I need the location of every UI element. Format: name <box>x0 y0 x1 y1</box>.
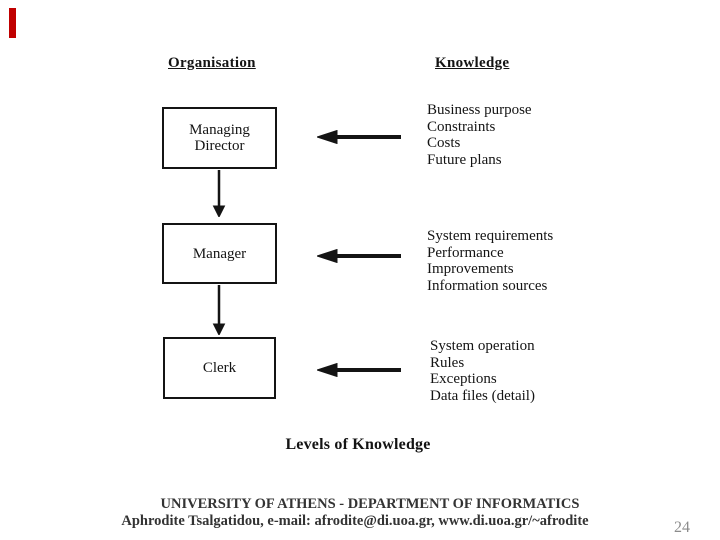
knowledge-list-middle: System requirements Performance Improvem… <box>427 228 553 294</box>
knowledge-list-top: Business purpose Constraints Costs Futur… <box>427 102 532 168</box>
manager-box: Manager <box>162 223 277 284</box>
list-item: Information sources <box>427 277 548 294</box>
clerk-box: Clerk <box>163 337 276 399</box>
managing-director-box: Managing Director <box>162 107 277 169</box>
list-item: Future plans <box>427 151 502 168</box>
page-number: 24 <box>674 519 690 536</box>
list-item: Performance <box>427 244 504 261</box>
arrow-left-icon <box>317 249 401 263</box>
managing-director-line1: Managing <box>189 122 250 138</box>
list-item: Exceptions <box>430 371 497 387</box>
clerk-label: Clerk <box>202 360 237 376</box>
arrow-down-icon <box>212 170 226 217</box>
list-item: Rules <box>430 354 465 371</box>
arrow-left-icon <box>317 363 401 377</box>
arrow-down-icon <box>212 285 226 335</box>
diagram-caption: Levels of Knowledge <box>285 436 431 453</box>
list-item: Data files (detail) <box>430 387 535 404</box>
knowledge-list-bottom: System operation Rules Exceptions Data f… <box>430 338 535 404</box>
list-item: Business purpose <box>427 102 532 118</box>
managing-director-line2: Director <box>194 138 245 154</box>
footer-author-line: Aphrodite Tsalgatidou, e-mail: afrodite@… <box>121 513 589 529</box>
list-item: Costs <box>427 135 461 151</box>
list-item: Constraints <box>427 118 496 135</box>
list-item: Improvements <box>427 261 514 277</box>
organisation-heading: Organisation <box>168 55 256 71</box>
list-item: System requirements <box>427 228 554 244</box>
knowledge-heading: Knowledge <box>435 55 510 71</box>
list-item: System operation <box>430 338 535 354</box>
arrow-left-icon <box>317 130 401 144</box>
red-accent-bar <box>9 8 16 38</box>
footer-university-line: UNIVERSITY OF ATHENS - DEPARTMENT OF INF… <box>160 496 580 512</box>
manager-label: Manager <box>192 245 247 262</box>
